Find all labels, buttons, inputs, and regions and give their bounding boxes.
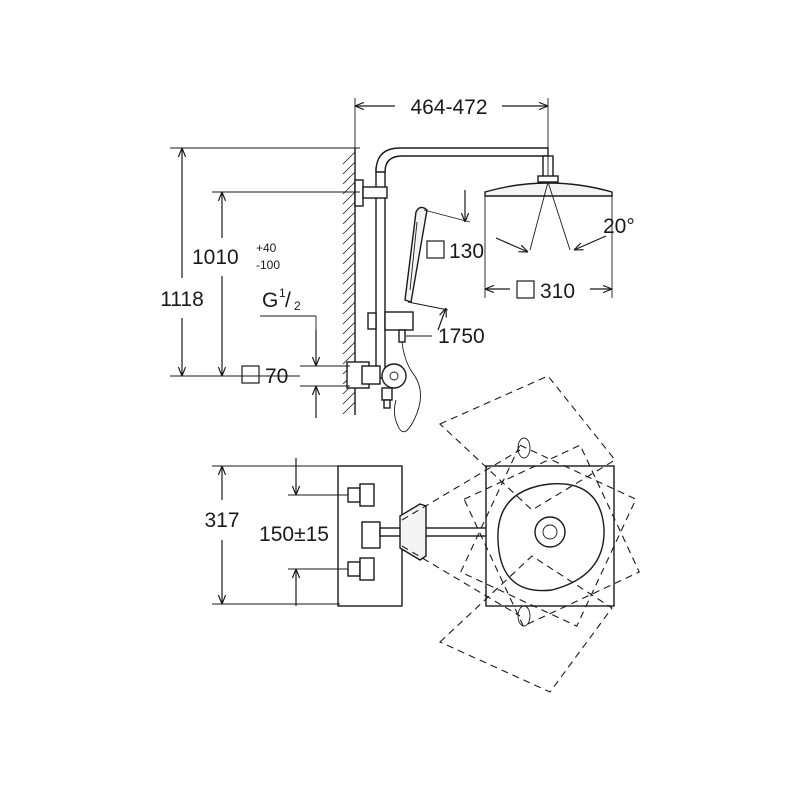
hatch-line <box>342 401 356 415</box>
thread-numerator: 1 <box>279 286 286 300</box>
hatch-line <box>342 251 356 265</box>
hand-shower-holder <box>367 311 414 343</box>
wall-bracket-upper <box>354 179 388 207</box>
hatch-line <box>342 321 356 335</box>
flange-size-label: 70 <box>265 365 288 388</box>
hose-length-label: 1750 <box>438 325 485 348</box>
hatch-line <box>342 161 356 175</box>
head-shower-top <box>485 465 615 607</box>
dim-total-height: 1118 <box>160 147 360 377</box>
dim-plan-depth: 317 <box>204 465 340 605</box>
head-shower-side <box>484 175 613 197</box>
outlet-tolerance-plus: +40 <box>256 241 277 255</box>
square-symbol-icon <box>426 240 445 259</box>
dim-tilt-angle: 20° <box>495 181 635 252</box>
hatch-line <box>342 221 356 235</box>
hatch-line <box>342 231 356 245</box>
dim-width: 464-472 <box>354 96 549 176</box>
hatch-line <box>342 291 356 305</box>
tilt-angle-label: 20° <box>603 215 635 238</box>
hatch-line <box>342 311 356 325</box>
spacing-label: 150±15 <box>259 523 329 546</box>
hand-shower-size-label: 130 <box>449 240 484 263</box>
hatch-line <box>342 271 356 285</box>
dim-hand-shower: 130 <box>407 190 484 331</box>
dim-thread: G 1 / 2 <box>260 286 350 418</box>
hatch-line <box>342 261 356 275</box>
thread-denominator: 2 <box>294 299 301 313</box>
dim-flange: 70 <box>241 365 288 388</box>
hatch-line <box>342 241 356 255</box>
outlet-tolerance-minus: -100 <box>256 258 280 272</box>
hand-shower <box>404 206 428 303</box>
hatch-line <box>342 341 356 355</box>
hatch-line <box>342 391 356 405</box>
square-symbol-icon <box>241 365 260 384</box>
dim-head: 310 <box>484 196 613 303</box>
outlet-height-label: 1010 <box>192 246 239 269</box>
hatch-line <box>342 281 356 295</box>
shower-hose <box>393 341 421 433</box>
thread-prefix: G <box>262 289 278 312</box>
hatch-line <box>342 201 356 215</box>
hatch-line <box>342 351 356 365</box>
hatch-line <box>342 211 356 225</box>
hatch-line <box>342 171 356 185</box>
svg-text:/: / <box>285 289 291 312</box>
dim-spacing: 150±15 <box>259 458 348 606</box>
hatch-line <box>342 191 356 205</box>
mixer-body-side <box>346 361 407 409</box>
rotation-envelopes <box>401 375 641 693</box>
total-height-label: 1118 <box>160 288 204 311</box>
hatch-line <box>342 301 356 315</box>
head-size-label: 310 <box>540 280 575 303</box>
dim-hose: 1750 <box>406 325 485 348</box>
hatch-line <box>342 151 356 165</box>
square-symbol-icon <box>516 280 535 299</box>
hatch-line <box>342 331 356 345</box>
width-range-label: 464-472 <box>410 96 487 119</box>
dim-outlet-height: 1010 +40 -100 <box>192 191 360 376</box>
plan-depth-label: 317 <box>204 509 239 532</box>
